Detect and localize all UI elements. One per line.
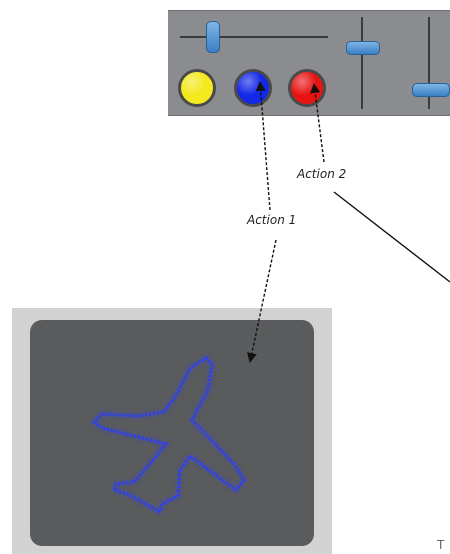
yellow-button[interactable] xyxy=(178,69,216,107)
airplane-outline xyxy=(92,356,246,514)
corner-text: T xyxy=(437,538,445,552)
vertical-slider-2-track xyxy=(428,17,430,109)
action-1-label: Action 1 xyxy=(244,212,300,228)
vertical-slider-2-thumb[interactable] xyxy=(412,83,450,97)
vertical-slider-1-track xyxy=(361,17,363,109)
plane-display-frame xyxy=(12,308,332,554)
blue-button[interactable] xyxy=(234,69,272,107)
airplane-icon xyxy=(92,356,246,514)
action-2-label: Action 2 xyxy=(294,166,350,182)
vertical-slider-1-thumb[interactable] xyxy=(346,41,380,55)
horizontal-slider-thumb[interactable] xyxy=(206,21,220,53)
control-panel xyxy=(168,10,450,116)
red-button[interactable] xyxy=(288,69,326,107)
horizontal-slider-track xyxy=(180,36,328,38)
plane-display-screen xyxy=(30,320,314,546)
action-2-line xyxy=(333,191,450,283)
